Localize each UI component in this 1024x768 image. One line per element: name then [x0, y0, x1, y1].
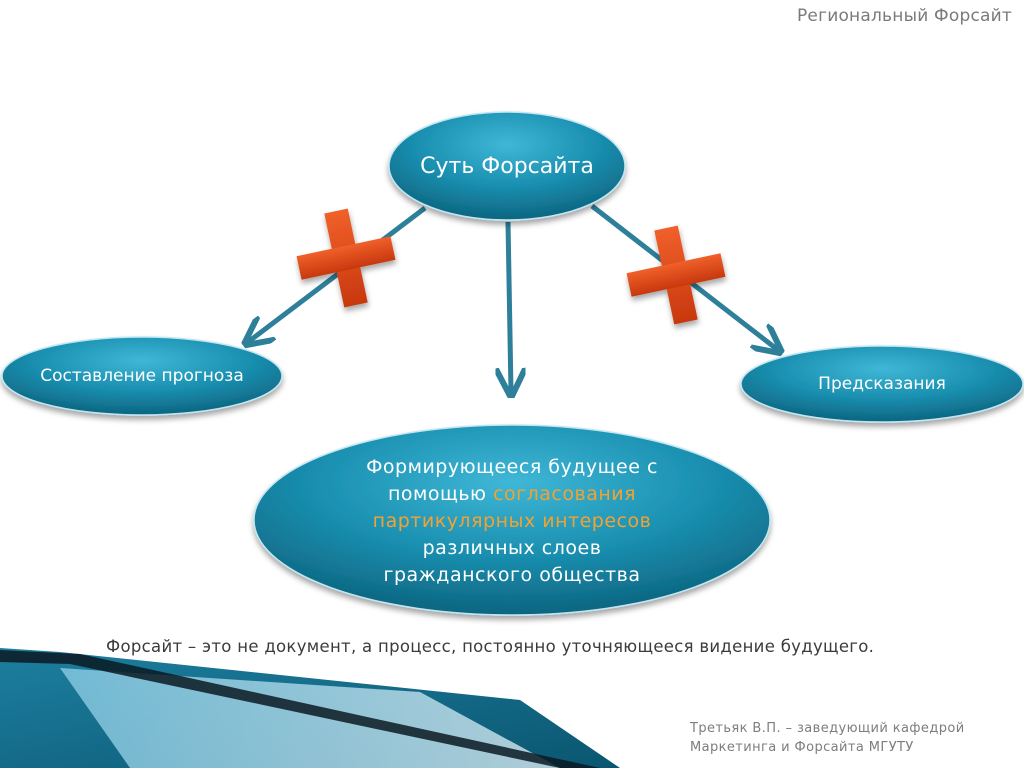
bottom-node-line2: помощью согласования — [388, 481, 636, 508]
bottom-node-line5: гражданского общества — [383, 563, 641, 586]
plus-icon — [626, 225, 726, 325]
bottom-node-line2-plain: помощью — [387, 482, 494, 505]
bottom-node-line4: различных слоев — [422, 536, 602, 559]
caption: Форсайт – это не документ, а процесс, по… — [106, 637, 875, 656]
right-node-label: Предсказания — [818, 374, 946, 394]
author-line1: Третьяк В.П. – заведующий кафедрой — [690, 721, 965, 736]
bottom-node-label: Формирующееся будущее с помощью согласов… — [254, 426, 770, 616]
highlight-text: партикулярных интересов — [372, 509, 652, 532]
arrow-to-bottom-node — [508, 221, 511, 392]
plus-icon — [296, 208, 396, 308]
decorative-band — [0, 648, 620, 768]
bottom-node — [253, 424, 771, 616]
author-line2: Маркетинга и Форсайта МГУТУ — [690, 740, 914, 755]
center-node-label: Суть Форсайта — [420, 153, 594, 179]
center-node — [388, 111, 626, 221]
left-node-label: Составление прогноза — [40, 366, 244, 386]
left-node — [1, 336, 283, 416]
page-title: Региональный Форсайт — [796, 6, 1012, 26]
bottom-node-line1: Формирующееся будущее с — [366, 455, 658, 478]
arrow-to-left-node — [248, 206, 427, 342]
right-node — [740, 345, 1024, 423]
author-info: Третьяк В.П. – заведующий кафедрой Марке… — [690, 719, 965, 757]
highlight-text: согласования — [493, 482, 637, 505]
